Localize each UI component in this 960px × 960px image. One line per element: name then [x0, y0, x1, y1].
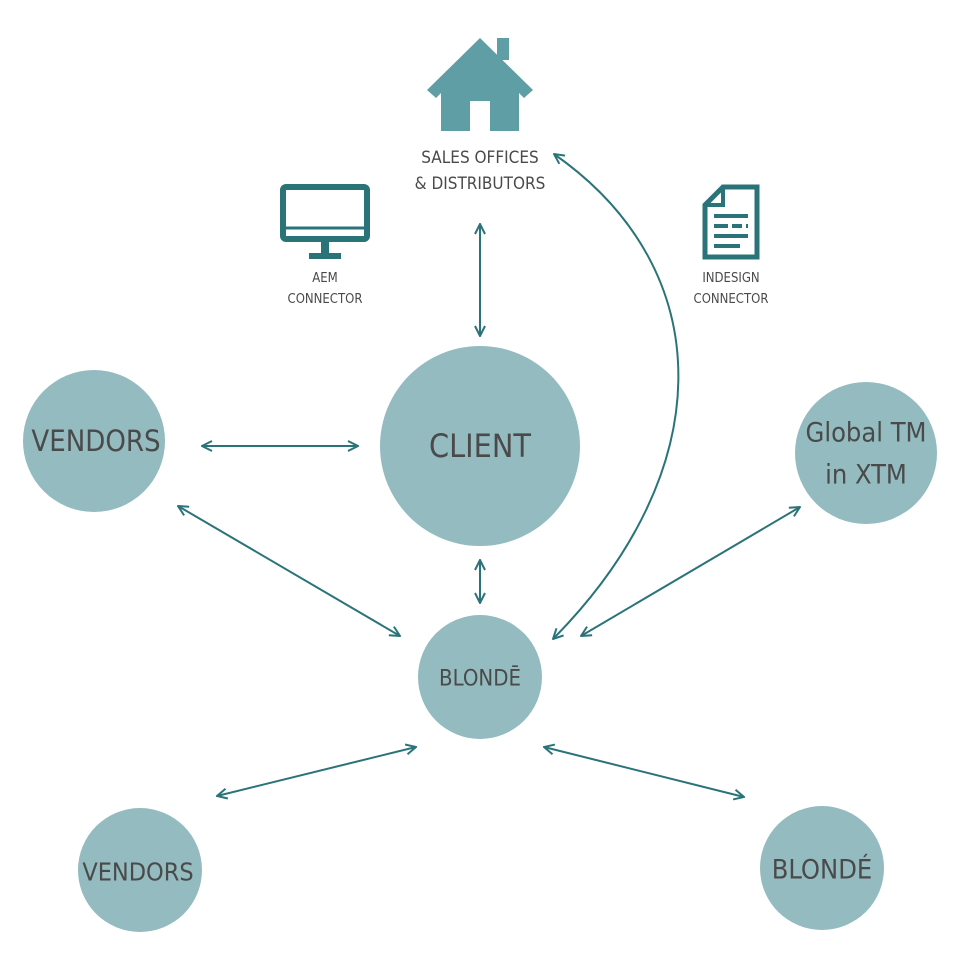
vendors-bottom-label: VENDORS — [82, 858, 193, 887]
vendors-top-node — [23, 370, 165, 512]
document-icon — [702, 184, 760, 260]
indesign-label-line1: INDESIGN — [702, 271, 759, 286]
blonde-bottom-node — [760, 806, 884, 930]
arrow-globaltm-blonde — [581, 507, 800, 636]
arrow-vendors-blonde — [178, 506, 400, 636]
blonde-center-label: BLONDĒ — [439, 667, 521, 692]
blonde-center-node — [418, 615, 542, 739]
arrow-blonde-blonde-bottom — [544, 747, 744, 797]
aem-label-line1: AEM — [312, 271, 337, 286]
vendors-bottom-node — [78, 808, 202, 932]
global-tm-node — [795, 382, 937, 524]
indesign-label-line2: CONNECTOR — [694, 292, 769, 307]
vendors-top-label: VENDORS — [31, 424, 160, 458]
client-label: CLIENT — [429, 427, 531, 465]
global-tm-label-line2: in XTM — [825, 460, 907, 491]
sales-label-line2: & DISTRIBUTORS — [415, 174, 546, 194]
global-tm-label-line1: Global TM — [806, 418, 927, 449]
sales-label-line1: SALES OFFICES — [421, 148, 538, 168]
house-icon — [427, 38, 533, 131]
arrow-sales-blonde-curve — [553, 154, 680, 639]
blonde-bottom-label: BLONDÉ — [772, 854, 873, 886]
arrow-blonde-vendors-bottom — [217, 747, 416, 796]
client-node — [380, 346, 580, 546]
aem-label-line2: CONNECTOR — [288, 292, 363, 307]
monitor-icon — [280, 184, 370, 259]
